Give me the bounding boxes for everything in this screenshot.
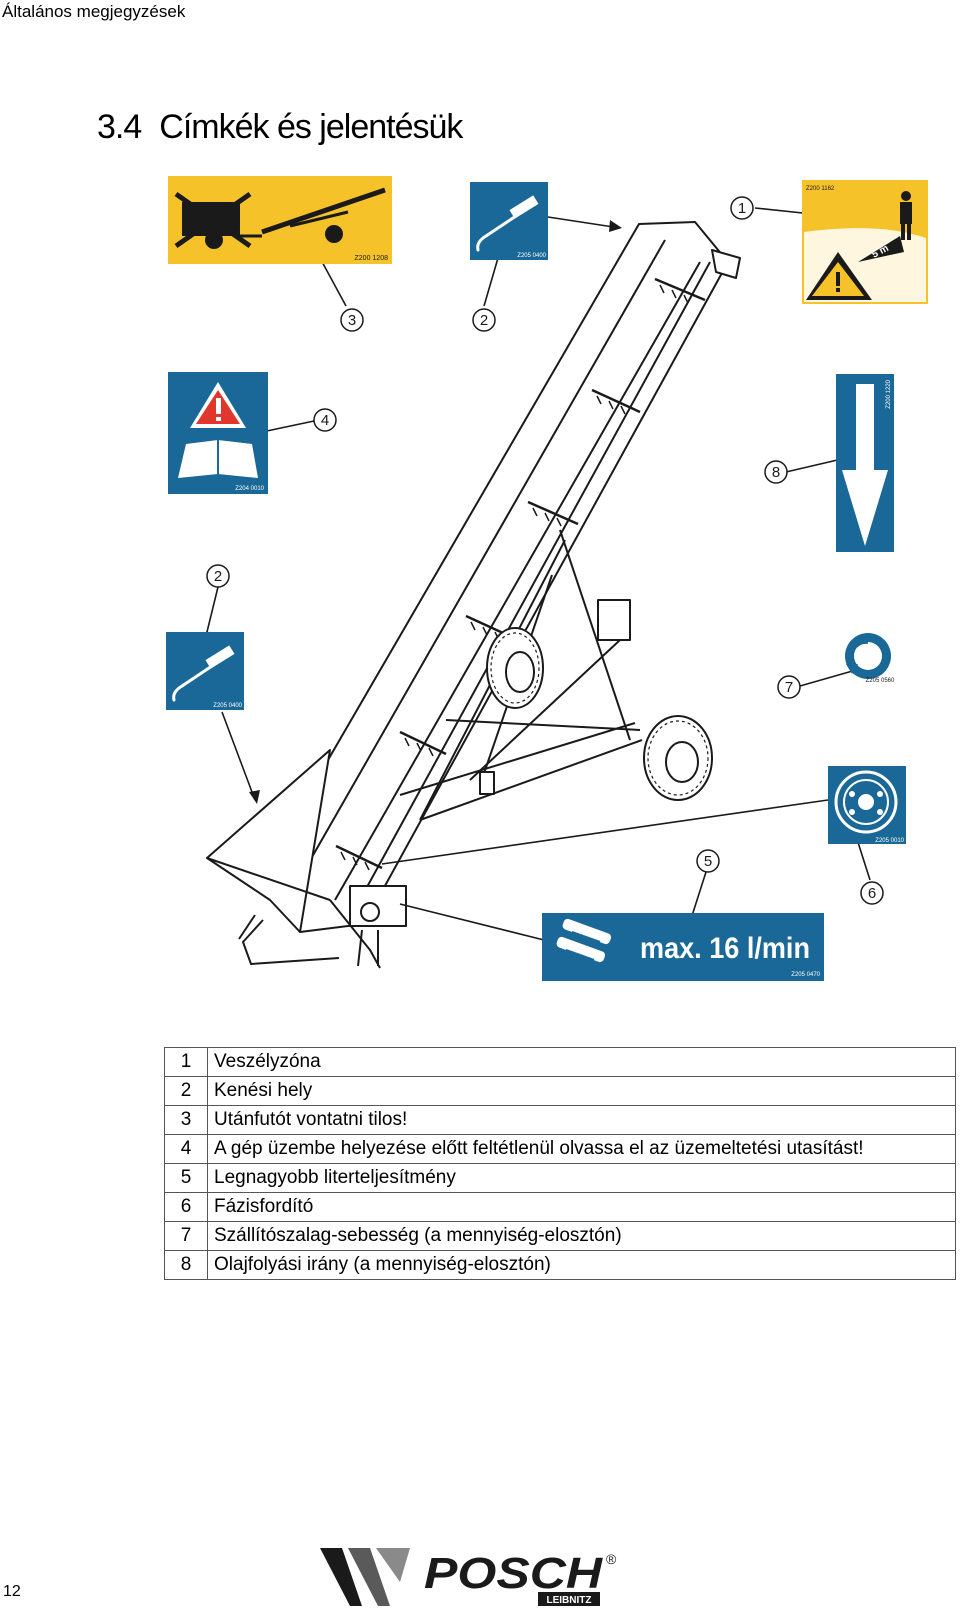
- logo-wordmark: POSCH: [424, 1549, 603, 1598]
- read-manual-code: Z204 0010: [235, 486, 264, 492]
- callout-2-left: 2: [206, 564, 230, 588]
- label-read-manual: Z204 0010: [168, 372, 268, 494]
- running-header: Általános megjegyzések: [2, 2, 186, 21]
- callouts: 1 2 2 3 4 5 6 7 8: [206, 196, 884, 905]
- label-oil-flow: Z200 1220: [836, 374, 894, 552]
- lubrication-left-code: Z205 0400: [213, 703, 242, 709]
- callout-8: 8: [764, 460, 788, 484]
- callout-2-top: 2: [472, 308, 496, 332]
- conveyor-drawing: [206, 221, 741, 969]
- svg-text:2: 2: [214, 568, 222, 585]
- legend-text: Olajfolyási irány (a mennyiség-elosztón): [207, 1250, 956, 1280]
- labels-figure: Z200 1208 Z205 0400 5 m Z200 1162: [166, 176, 928, 981]
- svg-text:6: 6: [868, 885, 876, 902]
- label-conveyor-speed: Z205 0560: [845, 633, 895, 684]
- label-phase-inverter: Z205 0010: [828, 766, 906, 844]
- no-trailer-code: Z200 1208: [355, 255, 389, 262]
- legend-number: 2: [164, 1076, 208, 1106]
- svg-text:7: 7: [785, 679, 793, 696]
- legend-number: 8: [164, 1250, 208, 1280]
- legend-text: Szállítószalag-sebesség (a mennyiség-elo…: [207, 1221, 956, 1251]
- legend-text: Veszélyzóna: [207, 1047, 956, 1077]
- svg-text:5: 5: [704, 853, 712, 870]
- legend-number: 7: [164, 1221, 208, 1251]
- svg-text:1: 1: [738, 200, 746, 217]
- callout-6: 6: [860, 881, 884, 905]
- legend-text: Legnagyobb literteljesítmény: [207, 1163, 956, 1193]
- arrow-heads: [249, 220, 622, 804]
- legend-number: 6: [164, 1192, 208, 1222]
- section-number: 3.4: [97, 108, 142, 146]
- callout-3: 3: [340, 308, 364, 332]
- legend-number: 3: [164, 1105, 208, 1135]
- posch-logo: POSCH LEIBNITZ ®: [320, 1548, 617, 1606]
- legend-number: 4: [164, 1134, 208, 1164]
- label-max-flow: max. 16 l/min Z205 0470: [542, 913, 824, 981]
- label-lubrication-left: Z205 0400: [166, 632, 244, 710]
- label-no-trailer: Z200 1208: [168, 176, 392, 264]
- legend-number: 1: [164, 1047, 208, 1077]
- legend-text: A gép üzembe helyezése előtt feltétlenül…: [207, 1134, 956, 1164]
- svg-text:4: 4: [321, 412, 329, 429]
- svg-text:2: 2: [480, 312, 488, 329]
- max-flow-code: Z205 0470: [791, 972, 820, 978]
- callout-1: 1: [730, 196, 754, 220]
- legend-number: 5: [164, 1163, 208, 1193]
- callout-5: 5: [696, 849, 720, 873]
- phase-inverter-code: Z205 0010: [875, 838, 904, 844]
- section-title: 3.4 Címkék és jelentésük: [97, 108, 463, 147]
- label-lubrication-top: Z205 0400: [470, 182, 548, 260]
- label-danger-zone: 5 m Z200 1162: [802, 180, 928, 304]
- section-title-text: Címkék és jelentésük: [159, 108, 463, 146]
- svg-text:3: 3: [348, 312, 356, 329]
- logo-registered-mark: ®: [606, 1551, 617, 1567]
- legend-text: Utánfutót vontatni tilos!: [207, 1105, 956, 1135]
- callout-7: 7: [777, 675, 801, 699]
- leader-lines: [205, 207, 871, 941]
- svg-text:8: 8: [772, 464, 780, 481]
- legend-text: Kenési hely: [207, 1076, 956, 1106]
- logo-subtext: LEIBNITZ: [547, 1595, 592, 1606]
- danger-zone-code: Z200 1162: [806, 186, 835, 192]
- page-number: 12: [3, 1583, 21, 1600]
- oil-flow-code: Z200 1220: [886, 379, 892, 408]
- callout-4: 4: [313, 408, 337, 432]
- max-flow-text: max. 16 l/min: [640, 932, 810, 965]
- conveyor-speed-code: Z205 0560: [866, 678, 895, 684]
- lubrication-top-code: Z205 0400: [517, 253, 546, 259]
- legend-text: Fázisfordító: [207, 1192, 956, 1222]
